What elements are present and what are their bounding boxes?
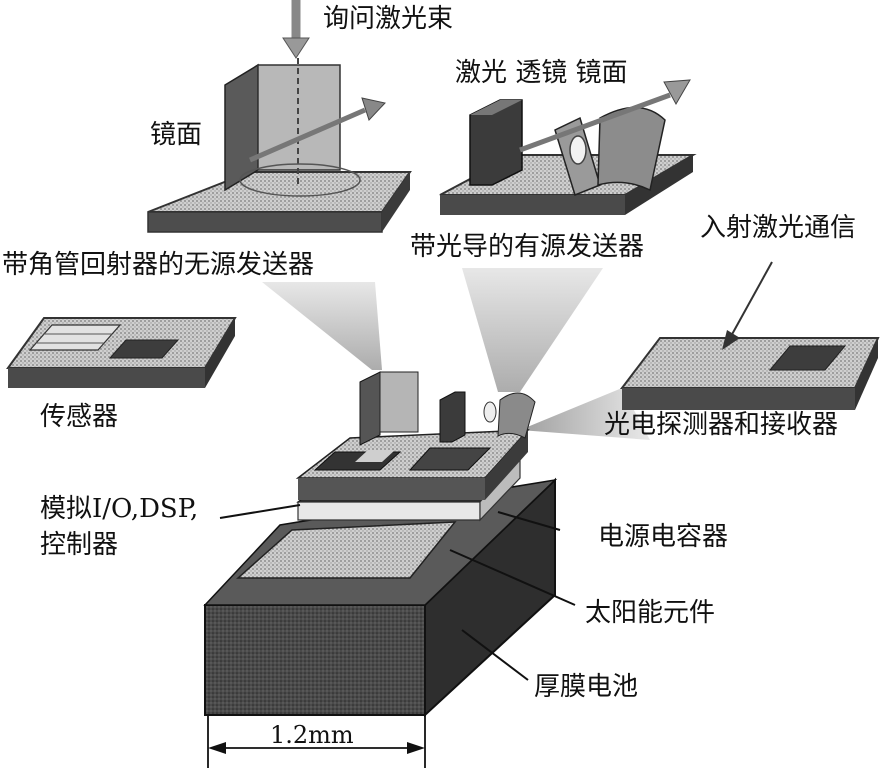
label-power-capacitor: 电源电容器 [598,522,729,552]
label-dimension: 1.2mm [270,721,354,749]
label-mirror: 镜面 [150,120,203,150]
sensor-module [6,317,237,388]
active-transmitter-module [439,79,697,215]
label-analog-io-line2: 控制器 [40,530,119,560]
passive-projection-cone [262,282,382,370]
label-photodetector-receiver: 光电探测器和接收器 [604,410,839,440]
leader-lines [219,504,576,681]
dimension-line [207,715,426,768]
interrogation-beam-arrow [282,0,310,59]
label-solar-cell: 太阳能元件 [585,598,716,628]
active-projection-cone [462,268,603,392]
label-thick-film-battery: 厚膜电池 [534,672,639,702]
label-analog-io-line1: 模拟I/O,DSP, [40,494,199,524]
passive-transmitter-module [147,58,412,233]
battery-block [204,604,426,716]
label-laser-lens-mirror: 激光 透镜 镜面 [455,58,628,88]
mote-assembly [203,371,558,718]
label-sensor: 传感器 [40,402,119,432]
label-passive-transmitter: 带角管回射器的无源发送器 [2,250,315,280]
solar-cell-panel [236,521,457,579]
receiver-projection-cone [520,388,650,440]
label-incident-laser-comm: 入射激光通信 [700,213,857,243]
label-interrogation-beam: 询问激光束 [323,4,454,34]
label-active-transmitter: 带光导的有源发送器 [410,232,645,262]
receiver-module [619,261,880,410]
